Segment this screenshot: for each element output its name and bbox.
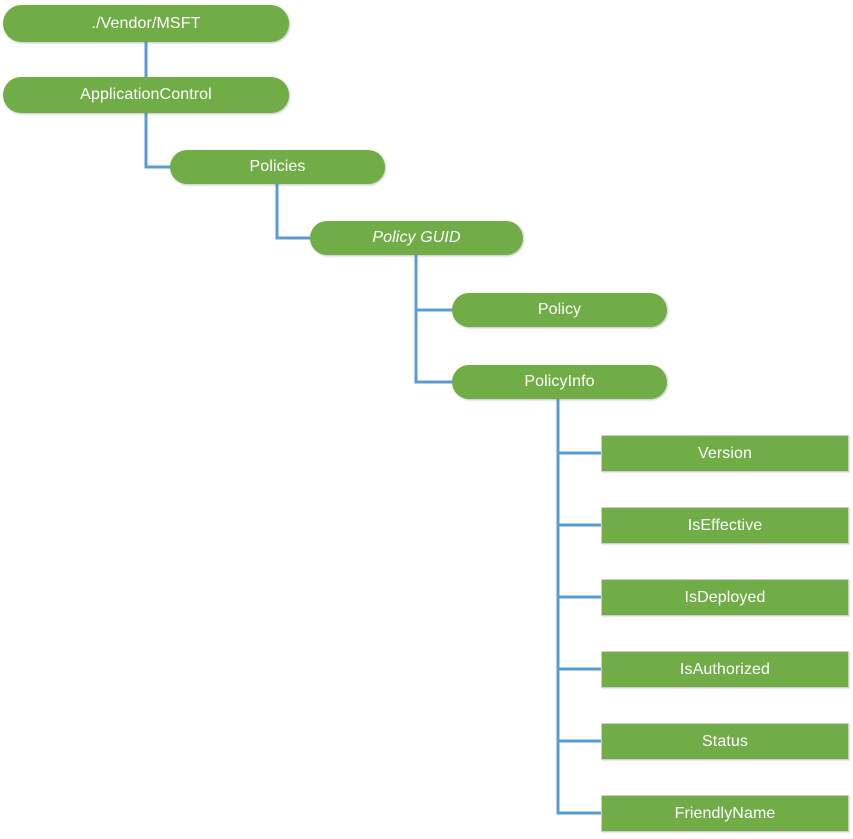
node-label-isdeployed: IsDeployed [684, 588, 766, 606]
node-appcontrol[interactable]: ApplicationControl [3, 77, 289, 113]
node-version[interactable]: Version [601, 435, 849, 472]
connector-policyinfo-to-version [556, 399, 601, 455]
connector-policyinfo-to-isdeployed [556, 399, 601, 599]
node-vendor[interactable]: ./Vendor/MSFT [3, 5, 289, 42]
node-iseffective[interactable]: IsEffective [601, 507, 849, 544]
connector-policyinfo-to-status [556, 399, 601, 743]
connector-policies-to-policyguid [275, 184, 311, 240]
connector-policyguid-to-policyinfo [414, 255, 453, 384]
node-label-policyguid: Policy GUID [372, 229, 461, 246]
node-label-status: Status [702, 732, 748, 750]
node-policyinfo[interactable]: PolicyInfo [452, 365, 667, 399]
node-label-isauthorized: IsAuthorized [679, 660, 771, 678]
connector-appcontrol-to-policies [144, 113, 171, 169]
node-policy[interactable]: Policy [452, 293, 667, 327]
node-policies[interactable]: Policies [170, 150, 385, 184]
node-label-version: Version [697, 444, 753, 462]
node-label-policyinfo: PolicyInfo [524, 373, 595, 390]
node-isdeployed[interactable]: IsDeployed [601, 579, 849, 616]
node-friendlyname[interactable]: FriendlyName [601, 795, 849, 832]
node-status[interactable]: Status [601, 723, 849, 760]
node-label-policy: Policy [537, 301, 582, 318]
node-label-vendor: ./Vendor/MSFT [91, 14, 201, 32]
node-label-appcontrol: ApplicationControl [80, 86, 212, 103]
connector-policyinfo-to-friendlyname [556, 399, 601, 815]
node-label-friendlyname: FriendlyName [674, 804, 776, 822]
node-policyguid[interactable]: Policy GUID [310, 221, 523, 255]
connector-policyinfo-to-isauthorized [556, 399, 601, 671]
node-isauthorized[interactable]: IsAuthorized [601, 651, 849, 688]
node-label-iseffective: IsEffective [687, 516, 763, 534]
connector-policyinfo-to-iseffective [556, 399, 601, 527]
node-label-policies: Policies [249, 158, 306, 175]
connector-policyguid-to-policy [414, 255, 453, 312]
